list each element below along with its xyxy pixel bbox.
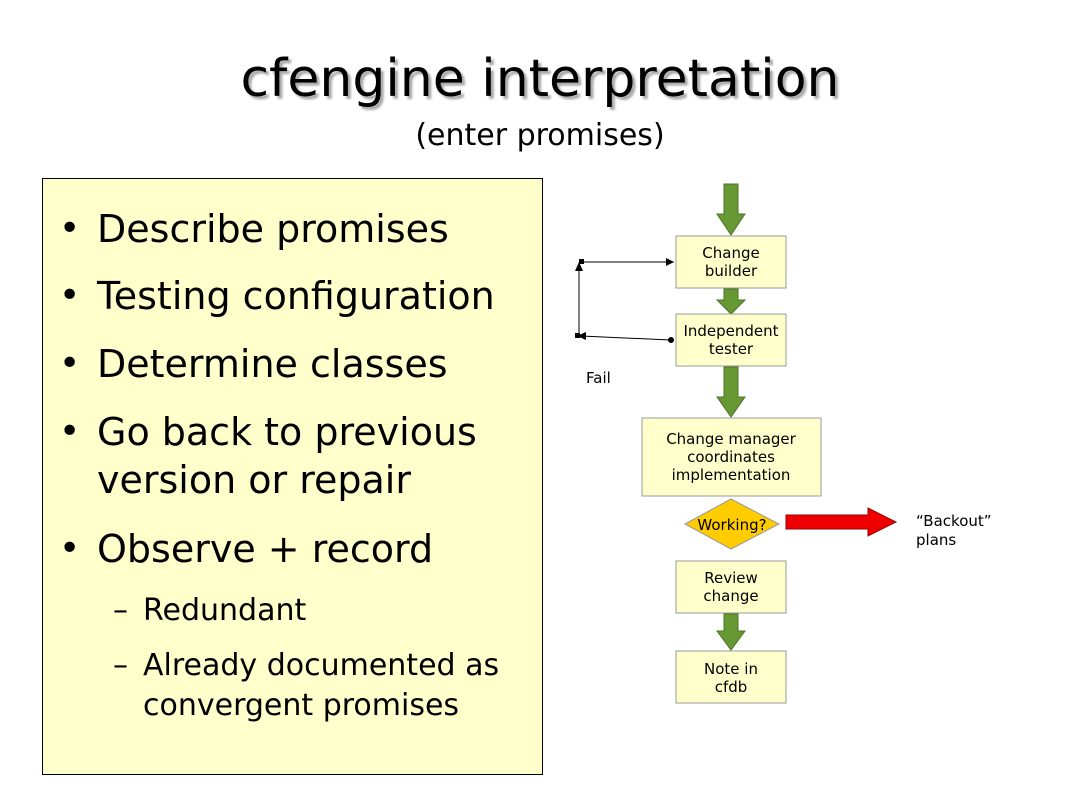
svg-text:Note in: Note in: [704, 660, 758, 678]
svg-text:Independent: Independent: [683, 322, 778, 340]
bullet-panel: • Describe promises • Testing configurat…: [42, 178, 543, 775]
sub-bullet-text: Redundant: [143, 593, 307, 628]
node-note-in-cfdb: Note in cfdb: [675, 650, 787, 704]
slide-subtitle: (enter promises): [415, 118, 665, 153]
svg-text:change: change: [703, 587, 758, 605]
svg-text:Change: Change: [702, 244, 759, 262]
arrow-backout: [785, 507, 898, 537]
node-independent-tester: Independent tester: [675, 313, 787, 367]
bullet-dot: •: [59, 411, 81, 452]
svg-text:Review: Review: [704, 569, 758, 587]
sub-bullet-dash: –: [113, 648, 128, 683]
bullet-text: Observe + record: [97, 527, 434, 571]
svg-text:builder: builder: [705, 262, 758, 280]
bullet-dot: •: [59, 275, 81, 316]
node-review-change: Review change: [675, 560, 787, 614]
svg-text:Change manager: Change manager: [666, 430, 796, 448]
svg-text:Working?: Working?: [697, 516, 766, 534]
arrow-tester-to-manager: [716, 366, 746, 418]
bullet-text: Testing configuration: [97, 274, 495, 318]
bullet-dot: •: [59, 528, 81, 569]
bullet-dot: •: [59, 208, 81, 249]
svg-text:“Backout”: “Backout”: [916, 512, 992, 530]
svg-text:implementation: implementation: [672, 466, 791, 484]
bullet-text: Go back to previous version or repair: [97, 410, 477, 502]
svg-text:coordinates: coordinates: [687, 448, 775, 466]
fail-loop-connector: [575, 258, 674, 343]
sub-bullet-text: Already documented as convergent promise…: [143, 648, 500, 723]
backout-plans-label: “Backout” plans: [916, 512, 992, 549]
fail-label: Fail: [586, 369, 611, 387]
bullet-text: Describe promises: [97, 207, 449, 251]
svg-text:cfdb: cfdb: [715, 678, 748, 696]
sub-bullet-dash: –: [113, 593, 128, 628]
node-working-decision: Working?: [683, 498, 781, 550]
node-change-manager: Change manager coordinates implementatio…: [641, 417, 822, 497]
slide-title: cfengine interpretation: [240, 49, 840, 109]
arrow-review-to-note: [716, 613, 746, 651]
node-change-builder: Change builder: [675, 235, 787, 289]
arrow-builder-to-tester: [715, 288, 747, 315]
svg-text:tester: tester: [709, 340, 754, 358]
bullet-dot: •: [59, 343, 81, 384]
bullet-text: Determine classes: [97, 342, 448, 386]
arrow-into-change-builder: [716, 183, 746, 236]
svg-text:plans: plans: [916, 531, 956, 549]
